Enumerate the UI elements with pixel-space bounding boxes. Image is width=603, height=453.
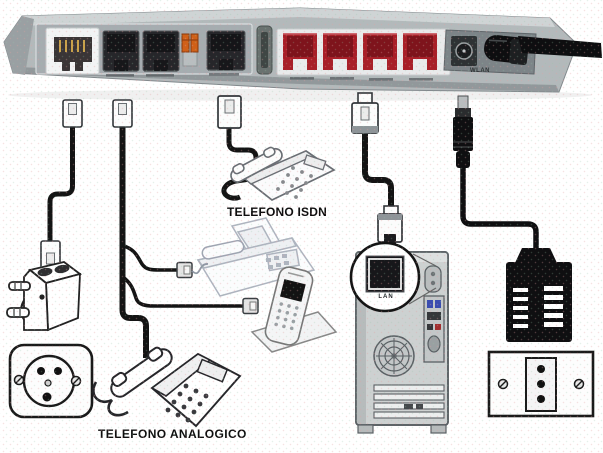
- phone-wall-adapter: [6, 261, 83, 332]
- isdn-telephone: [230, 146, 336, 201]
- isdn-phone-handset: [230, 146, 283, 183]
- analog-phone-handset: [110, 346, 173, 398]
- ethernet-cable: [351, 92, 403, 256]
- lan-ports: [276, 28, 451, 76]
- orange-terminal: [181, 33, 199, 67]
- fax-branch-cable: [123, 244, 177, 272]
- lan-socket: [368, 258, 402, 290]
- line-port-white: [45, 27, 100, 75]
- tel-port-1: [102, 30, 140, 72]
- label-telefono-isdn: TELEFONO ISDN: [227, 205, 327, 219]
- lan-port-4: [403, 33, 437, 70]
- analog-telephone: [92, 346, 242, 428]
- rj45-plug-bottom: [377, 205, 403, 256]
- round-wall-socket: [8, 343, 94, 419]
- lan-magnifier: [349, 241, 437, 313]
- power-jack: [451, 36, 477, 66]
- cordless-branch-cable: [122, 276, 243, 308]
- vertical-slot: [256, 25, 273, 75]
- tel-port-2: [142, 30, 180, 72]
- adapter-pins: [6, 281, 31, 318]
- power-adapter: [506, 248, 572, 342]
- isdn-phone-keypad: [276, 166, 313, 199]
- analog-phone-cord: [92, 381, 129, 417]
- power-wall-outlet: [487, 350, 595, 418]
- lan-port-1: [283, 33, 317, 70]
- outlet-screws: [497, 378, 585, 390]
- power-barrel-connector: [453, 95, 473, 168]
- label-telefono-analogico: TELEFONO ANALOGICO: [98, 427, 247, 441]
- rj11-plug-line-top: [62, 99, 83, 128]
- label-wlan: WLAN: [470, 68, 490, 74]
- fax-machine: [191, 217, 316, 297]
- pc-fan: [373, 335, 415, 377]
- power-wlan-recess: [443, 29, 537, 75]
- rj11-plug-tel-top: [112, 99, 133, 128]
- pc-port-column: [423, 295, 445, 363]
- port-label-smudges: [106, 73, 433, 81]
- rj11-plug-fax: [176, 261, 193, 279]
- pc-expansion-slots: [373, 384, 445, 419]
- cordless-phone: [250, 266, 338, 353]
- isdn-port: [206, 30, 246, 71]
- rj45-plug-top: [351, 92, 379, 134]
- line-cable: [40, 99, 83, 269]
- router-back-panel: [3, 7, 602, 101]
- wlan-antenna-cable: [518, 36, 602, 58]
- lan-port-3: [363, 33, 397, 70]
- rj-plug-isdn: [217, 95, 242, 129]
- lan-port-2: [323, 33, 357, 70]
- tel-cable: [112, 99, 259, 358]
- power-cable: [453, 95, 572, 342]
- socket-screws: [13, 374, 82, 387]
- label-lan: LAN: [378, 294, 394, 300]
- power-adapter-vents: [513, 286, 563, 328]
- analog-phone-keypad: [165, 383, 209, 423]
- rj11-plug-cordless: [242, 297, 259, 315]
